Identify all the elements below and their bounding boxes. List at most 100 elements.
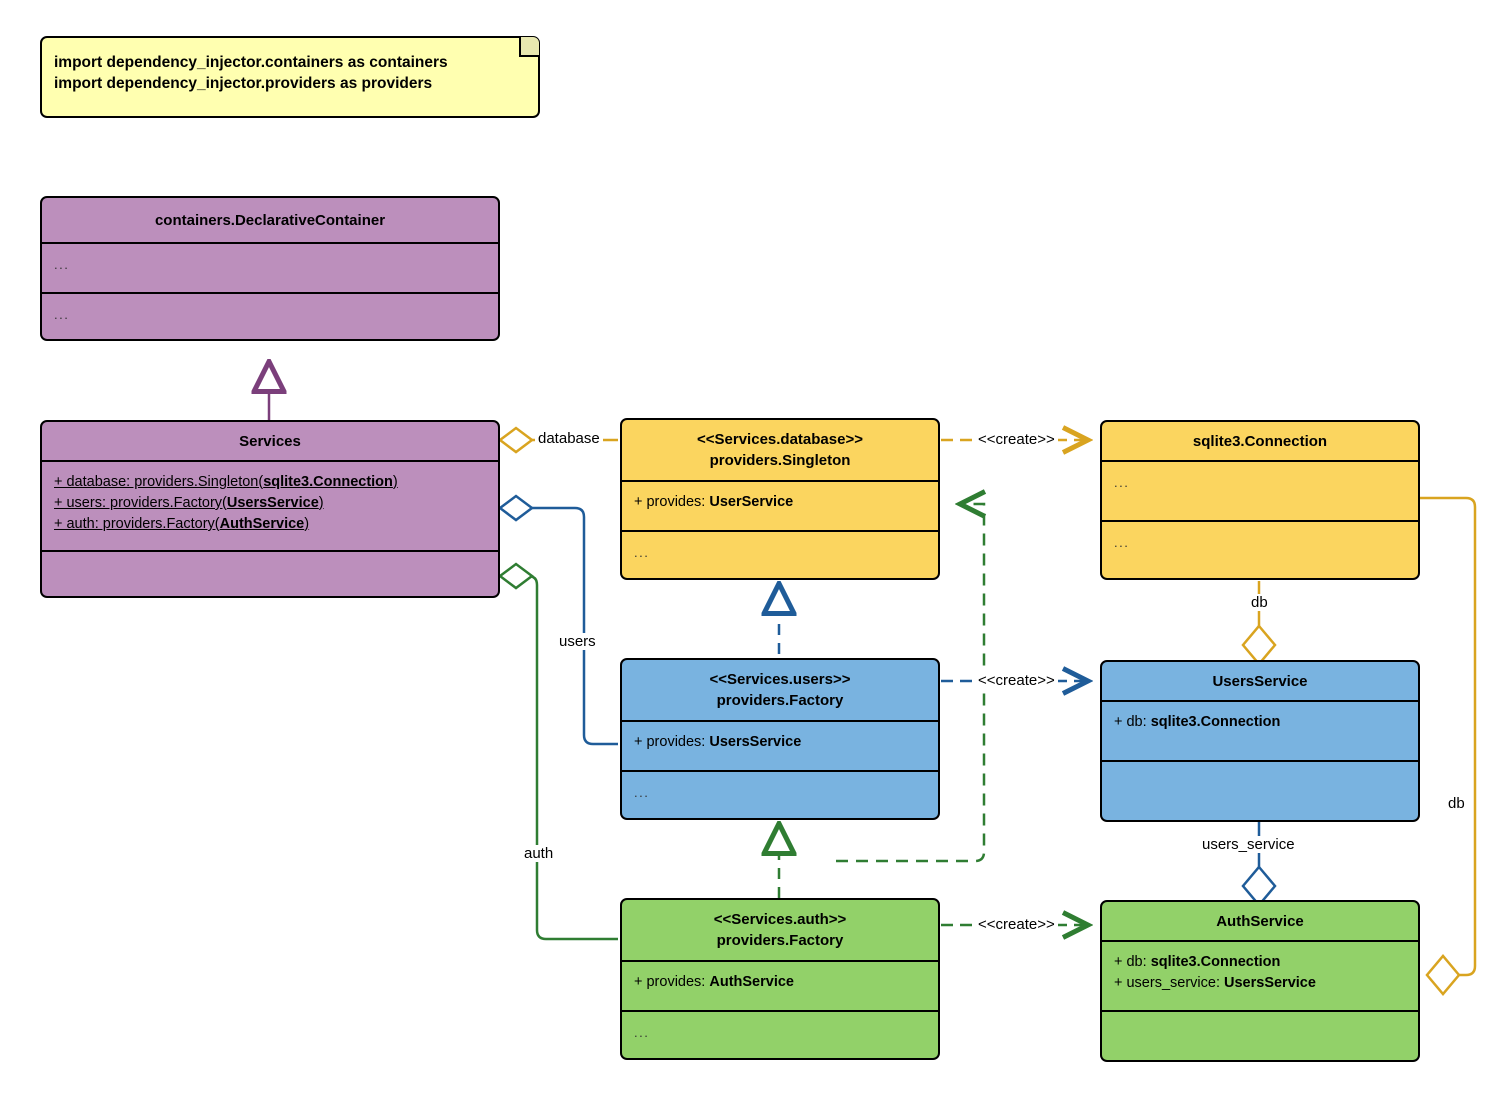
attribute-type: sqlite3.Connection [263,474,393,490]
edge-label-users-service: users_service [1199,836,1298,853]
divider [622,1010,938,1012]
class-name: providers.Singleton [709,452,851,469]
divider [622,720,938,722]
class-title: containers.DeclarativeContainer [154,211,386,229]
attributes-section: + db: sqlite3.Connection + users_service… [1102,942,1418,1010]
class-declarative-container[interactable]: containers.DeclarativeContainer ... ... [40,196,500,341]
attribute-provides: + provides: AuthService [634,972,928,993]
divider [1102,520,1418,522]
attribute-type: UserService [709,494,794,510]
class-services-database-provider[interactable]: <<Services.database>> providers.Singleto… [620,418,940,580]
edge-label-users: users [556,633,599,650]
attribute-suffix: ) [392,474,398,490]
attribute-prefix: + db: [1114,954,1151,970]
divider [42,550,498,552]
attribute-suffix: ) [304,516,310,532]
class-stereotype: <<Services.auth>> [713,911,847,928]
methods-section [1102,1012,1418,1060]
attribute-type: UsersService [1224,975,1316,991]
methods-section: ... [1102,522,1418,578]
attribute-prefix: + database: providers.Singleton( [54,474,264,490]
divider [622,770,938,772]
class-title: UsersService [1212,672,1308,690]
attributes-section: ... [42,244,498,292]
edge-db-auth-service [1420,496,1477,996]
divider [622,960,938,962]
attribute-db: + db: sqlite3.Connection [1114,952,1408,973]
attribute-auth: + auth: providers.Factory(AuthService) [54,514,488,535]
methods-section: ... [622,772,938,818]
attribute-database: + database: providers.Singleton(sqlite3.… [54,472,488,493]
attribute-prefix: + provides: [634,494,710,510]
divider [1102,940,1418,942]
divider [622,530,938,532]
attributes-section: + provides: UserService [622,482,938,530]
attribute-provides: + provides: UsersService [634,732,928,753]
method-placeholder: ... [1114,535,1130,550]
edge-label-database: database [535,430,603,447]
edge-label-db-users: db [1248,594,1271,611]
edge-label-auth: auth [521,845,557,862]
attributes-section: + provides: AuthService [622,962,938,1010]
attribute-prefix: + db: [1114,714,1151,730]
attributes-section: + provides: UsersService [622,722,938,770]
note-line-2: import dependency_injector.providers as … [54,75,433,92]
class-services[interactable]: Services + database: providers.Singleton… [40,420,500,598]
attribute-type: sqlite3.Connection [1150,714,1281,730]
class-sqlite3-connection[interactable]: sqlite3.Connection ... ... [1100,420,1420,580]
edge-services-users [497,494,618,746]
methods-section: ... [622,532,938,578]
attribute-type: sqlite3.Connection [1150,954,1281,970]
class-stereotype: <<Services.users>> [709,671,851,688]
attribute-type: UsersService [226,495,319,511]
class-services-users-provider[interactable]: <<Services.users>> providers.Factory + p… [620,658,940,820]
class-services-auth-provider[interactable]: <<Services.auth>> providers.Factory + pr… [620,898,940,1060]
divider [622,480,938,482]
attribute-db: + db: sqlite3.Connection [1114,712,1408,733]
class-stereotype: <<Services.database>> [697,431,863,448]
attribute-provides: + provides: UserService [634,492,928,513]
attribute-prefix: + provides: [634,734,710,750]
attribute-prefix: + users: providers.Factory( [54,495,227,511]
divider [42,292,498,294]
note-line-1: import dependency_injector.containers as… [54,54,448,71]
edge-services-auth [497,562,618,941]
attributes-section: + db: sqlite3.Connection [1102,702,1418,760]
class-users-service[interactable]: UsersService + db: sqlite3.Connection [1100,660,1420,822]
method-placeholder: ... [634,545,650,560]
note-fold-corner [519,37,539,57]
methods-section: ... [622,1012,938,1058]
methods-section: ... [42,294,498,339]
methods-section [1102,762,1418,820]
class-name: providers.Factory [716,692,844,709]
attribute-prefix: + users_service: [1114,975,1225,991]
attributes-section: ... [1102,462,1418,520]
methods-section [42,552,498,596]
edge-users-service-auth-service [1241,822,1277,907]
class-title: sqlite3.Connection [1192,432,1328,450]
attribute-type: AuthService [709,974,794,990]
attributes-section: + database: providers.Singleton(sqlite3.… [42,462,498,550]
attribute-prefix: + provides: [634,974,710,990]
attribute-prefix: + auth: providers.Factory( [54,516,220,532]
class-title: <<Services.users>> providers.Factory [622,660,938,720]
class-title: <<Services.auth>> providers.Factory [622,900,938,960]
class-name: providers.Factory [716,932,844,949]
method-placeholder: ... [634,785,650,800]
edge-label-create-database: <<create>> [975,431,1058,448]
class-title: Services [239,432,301,450]
edge-label-create-auth: <<create>> [975,916,1058,933]
class-title: <<Services.database>> providers.Singleto… [622,420,938,480]
divider [1102,460,1418,462]
divider [42,460,498,462]
method-placeholder: ... [634,1025,650,1040]
attribute-placeholder: ... [54,257,70,272]
divider [1102,760,1418,762]
class-title: AuthService [1216,912,1304,930]
class-auth-service[interactable]: AuthService + db: sqlite3.Connection + u… [1100,900,1420,1062]
attribute-suffix: ) [318,495,324,511]
attribute-type: AuthService [219,516,305,532]
method-placeholder: ... [54,307,70,322]
attribute-type: UsersService [709,734,802,750]
